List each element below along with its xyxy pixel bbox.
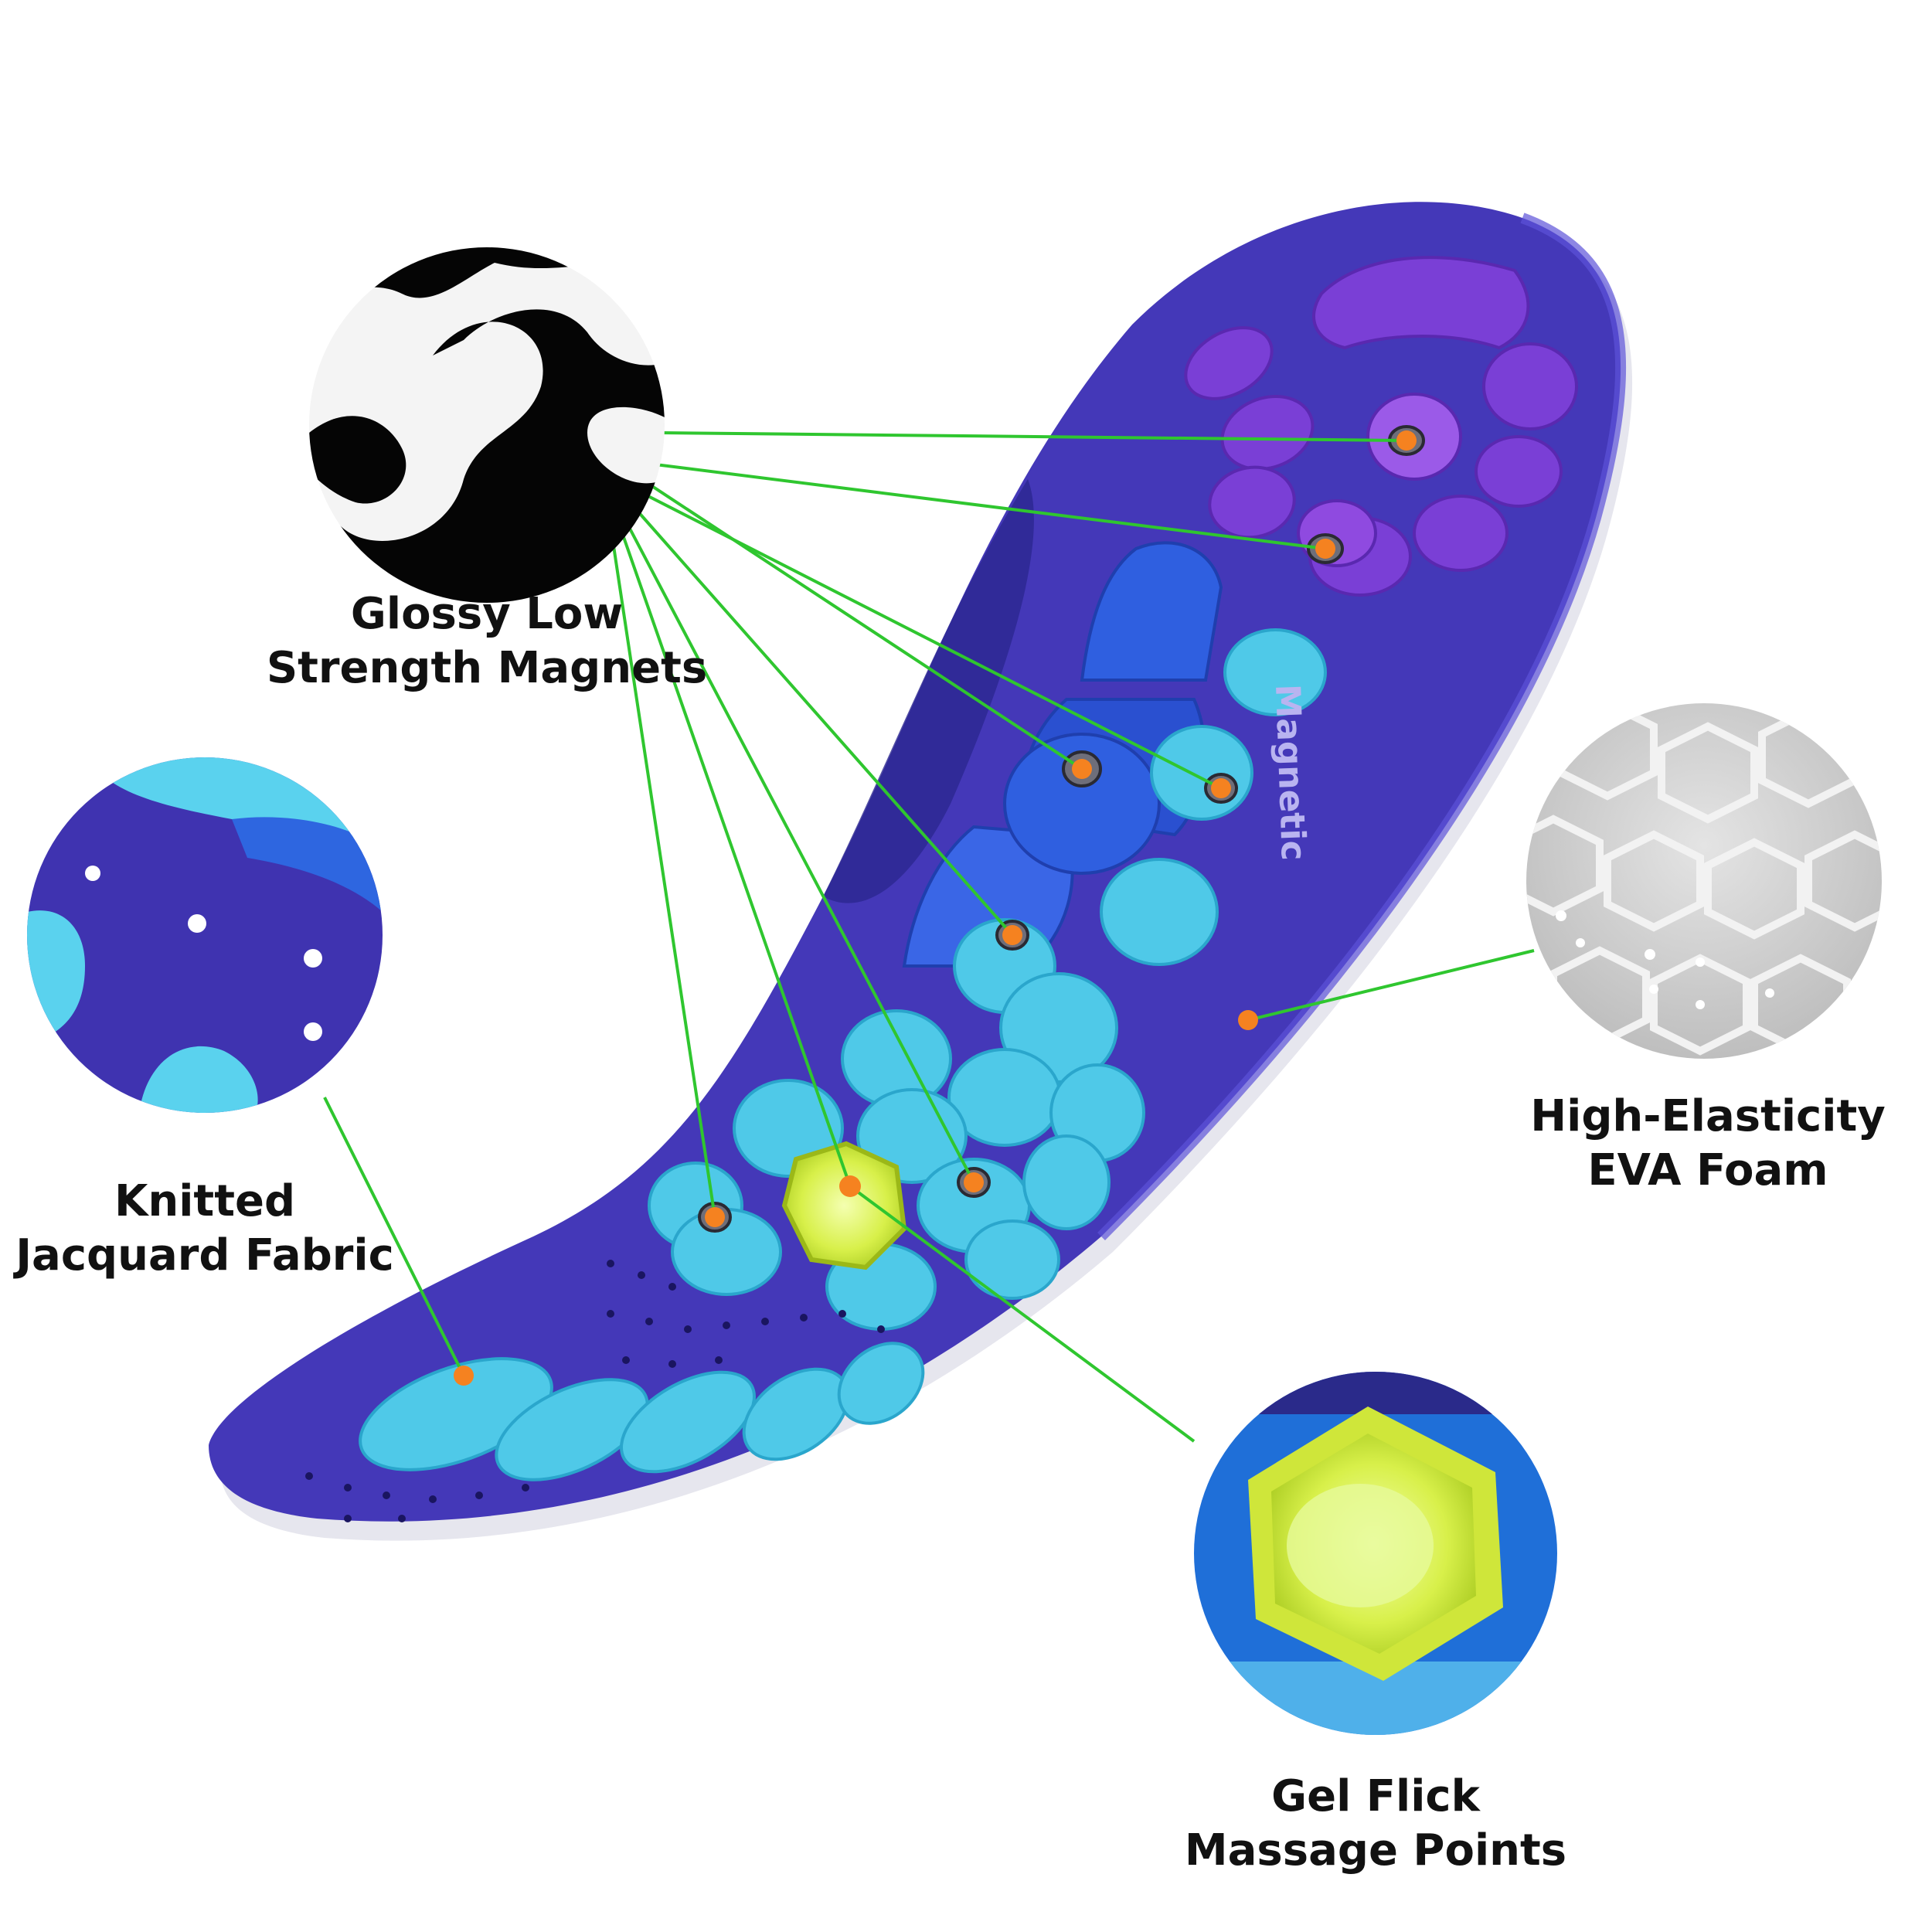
forefoot-pads	[648, 972, 1145, 1331]
label-magnets-line1: Glossy Low	[350, 589, 624, 639]
label-magnets-line2: Strength Magnets	[266, 643, 708, 693]
ventilation-holes	[305, 1260, 885, 1522]
toe-pads	[359, 1342, 925, 1481]
midfoot-pads	[902, 541, 1327, 1014]
label-fabric-line1: Knitted	[114, 1176, 296, 1226]
fabric-closeup-icon	[27, 757, 383, 1113]
gel-hexagon	[781, 1141, 907, 1270]
label-fabric-line2: Jacquard Fabric	[15, 1230, 394, 1281]
gel-hexagon-closeup-icon	[1194, 1372, 1557, 1735]
insole-brand-text: Magnetic	[1267, 684, 1313, 862]
label-gel: Gel Flick Massage Points	[1182, 1770, 1569, 1878]
label-gel-line1: Gel Flick	[1271, 1771, 1480, 1821]
leader-lines	[323, 431, 1535, 1443]
magnet-closeup-icon	[309, 247, 665, 603]
label-gel-line2: Massage Points	[1184, 1825, 1567, 1876]
label-magnets: Glossy Low Strength Magnets	[232, 587, 742, 696]
marker-dots	[454, 430, 1417, 1386]
label-foam-line1: High-Elasticity	[1530, 1091, 1886, 1141]
label-foam: High-Elasticity EVA Foam	[1515, 1090, 1901, 1198]
label-fabric: Knitted Jacquard Fabric	[15, 1175, 394, 1283]
label-foam-line2: EVA Foam	[1587, 1145, 1828, 1196]
heel-pads	[1184, 256, 1578, 597]
honeycomb-foam-closeup-icon	[1526, 703, 1882, 1059]
